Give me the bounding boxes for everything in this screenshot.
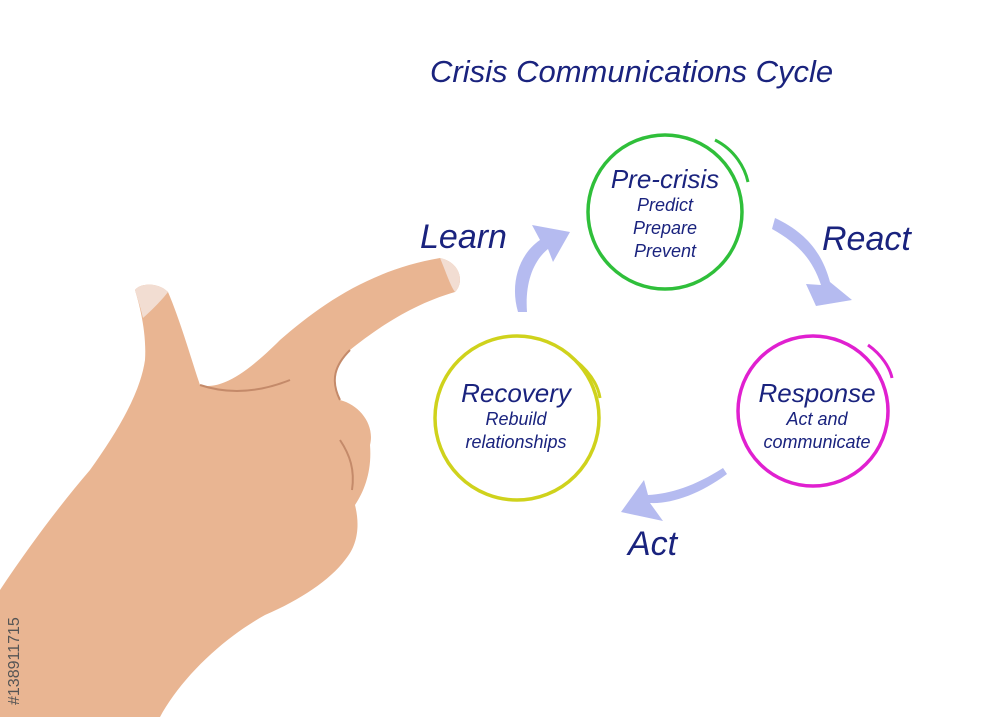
response-line: Act and <box>786 409 848 429</box>
precrisis-node: Pre-crisis Predict Prepare Prevent <box>580 164 750 263</box>
diagram-title: Crisis Communications Cycle <box>430 54 834 89</box>
precrisis-line: Prepare <box>632 218 698 238</box>
learn-arrow-icon <box>514 225 570 312</box>
pointing-hand-illustration <box>0 258 460 717</box>
recovery-line: relationships <box>465 432 567 452</box>
response-heading: Response <box>758 378 876 408</box>
precrisis-line: Prevent <box>633 241 697 261</box>
act-label: Act <box>628 525 678 563</box>
stock-image-id: #138911715 <box>6 617 23 705</box>
precrisis-heading: Pre-crisis <box>610 164 720 194</box>
precrisis-line: Predict <box>636 195 694 215</box>
precrisis-ring <box>586 133 750 291</box>
recovery-ring <box>433 334 602 502</box>
act-arrow-icon <box>621 468 727 521</box>
response-ring <box>736 334 894 488</box>
react-arrow-icon <box>772 218 852 306</box>
response-line: communicate <box>763 432 871 452</box>
react-label: React <box>822 220 911 258</box>
recovery-node: Recovery Rebuild relationships <box>431 378 601 454</box>
response-node: Response Act and communicate <box>732 378 902 454</box>
learn-label: Learn <box>420 218 507 256</box>
recovery-line: Rebuild <box>485 409 547 429</box>
recovery-heading: Recovery <box>461 378 571 408</box>
